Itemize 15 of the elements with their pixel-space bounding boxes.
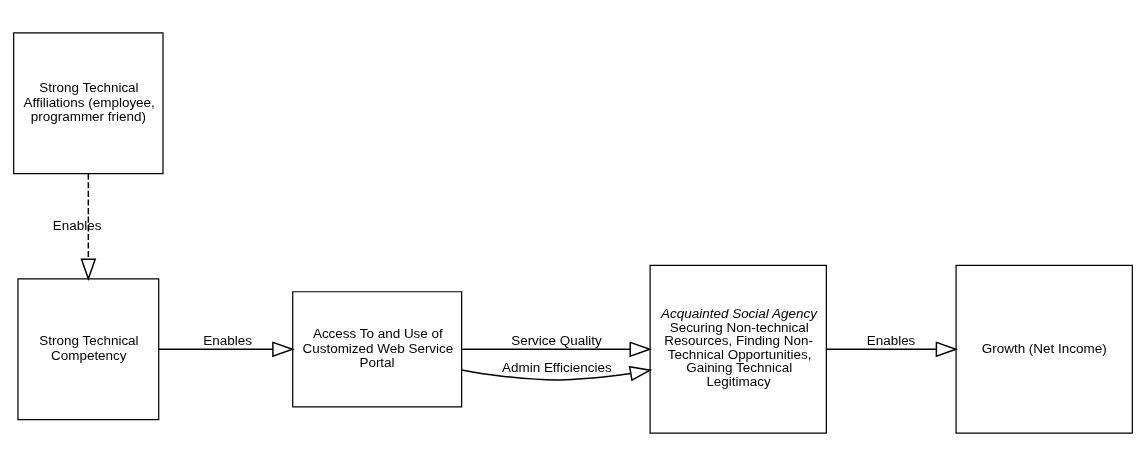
node-box: Access To and Use of Customized Web Service Portal bbox=[292, 291, 463, 408]
edge-label: Enables bbox=[866, 333, 916, 349]
arrow bbox=[461, 365, 653, 382]
edge-label: Enables bbox=[52, 217, 102, 233]
edge-label: Enables bbox=[203, 333, 253, 349]
arrow bbox=[825, 341, 959, 358]
arrow bbox=[158, 341, 295, 358]
node-box: Strong Technical Competency bbox=[17, 278, 160, 421]
edge-label: Admin Efficiencies bbox=[502, 360, 612, 376]
node-box: Growth (Net Income) bbox=[955, 264, 1133, 434]
arrow bbox=[461, 341, 653, 358]
arrow bbox=[80, 173, 97, 281]
node-box: Acquainted Social Agency Securing Non-technical Resources, Finding Non-Technical Opportunities, Gaining Technical Legitimacy bbox=[649, 264, 827, 434]
node-box: Strong Technical Affiliations (employee, programmer friend) bbox=[13, 32, 164, 175]
edge-label: Service Quality bbox=[511, 333, 602, 349]
